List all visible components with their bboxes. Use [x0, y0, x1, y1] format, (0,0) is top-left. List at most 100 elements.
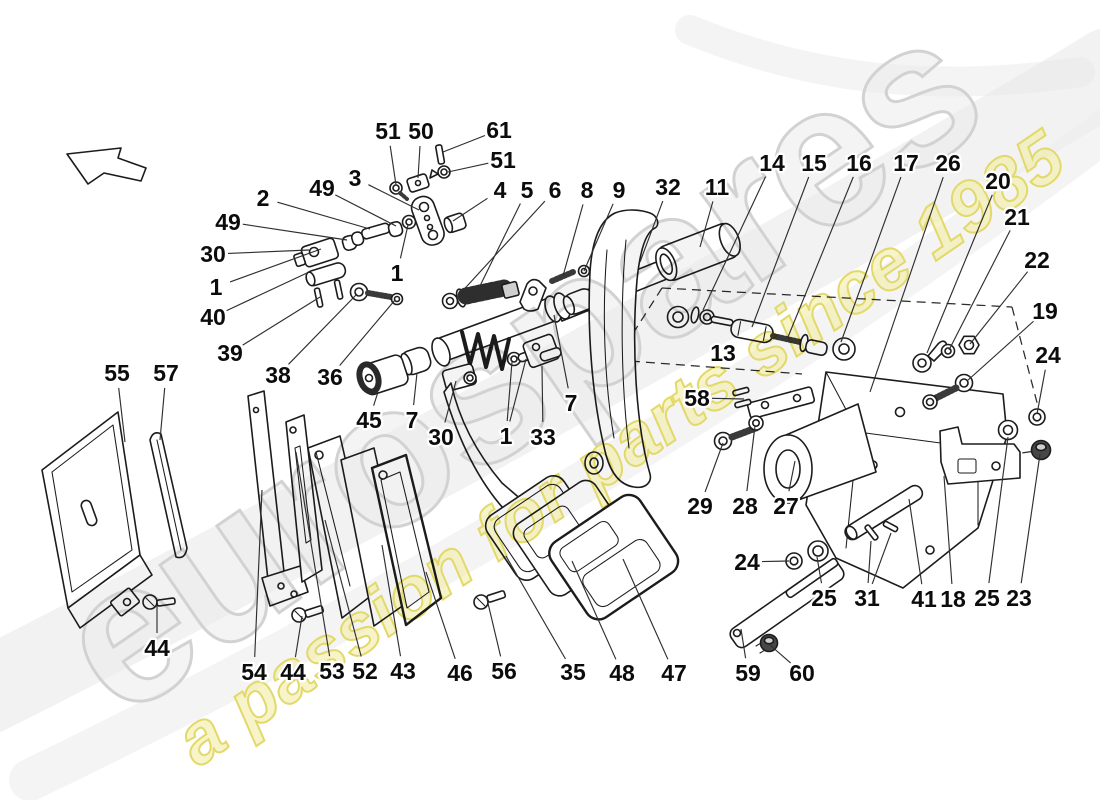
- direction-arrow-icon: [66, 147, 147, 185]
- part-number-label: 59: [735, 660, 761, 686]
- bolt-6-and-spring-5: [441, 279, 520, 310]
- leader-line: [368, 184, 420, 211]
- part-number-label: 4: [494, 177, 507, 203]
- leader-line: [477, 203, 521, 291]
- support-tube-27: [763, 403, 877, 504]
- leader-line: [867, 540, 872, 584]
- leader-line: [506, 361, 513, 422]
- leader-line: [988, 436, 1009, 584]
- part-number-label: 28: [732, 493, 758, 519]
- leader-line: [118, 387, 126, 443]
- part-number-label: 2: [257, 185, 270, 211]
- part-number-label: 52: [352, 658, 378, 684]
- leader-line: [373, 391, 379, 406]
- clevis-pin-40: [305, 262, 347, 287]
- part-number-label: 44: [280, 659, 306, 685]
- bolt-29: [713, 424, 760, 451]
- part-number-label: 22: [1024, 247, 1050, 273]
- washer-21: [940, 343, 956, 359]
- part-number-label: 7: [565, 390, 578, 416]
- part-number-label: 49: [309, 175, 335, 201]
- leader-line: [787, 176, 854, 338]
- part-number-label: 41: [911, 586, 937, 612]
- part-number-label: 7: [406, 407, 419, 433]
- leader-line: [1036, 369, 1046, 415]
- part-number-label: 29: [687, 493, 713, 519]
- leader-line: [242, 296, 321, 346]
- leader-line: [746, 425, 756, 492]
- leader-line: [277, 201, 371, 230]
- part-number-label: 13: [710, 340, 736, 366]
- part-number-label: 30: [200, 241, 226, 267]
- part-number-label: 11: [705, 174, 730, 200]
- part-number-label: 46: [447, 660, 473, 686]
- part-number-label: 61: [486, 117, 512, 143]
- leader-line: [442, 134, 486, 153]
- sleeve-spacer: [562, 288, 596, 316]
- leader-line: [702, 176, 767, 311]
- nut-28: [748, 415, 764, 431]
- part-number-label: 25: [974, 585, 1000, 611]
- leader-line: [816, 556, 823, 584]
- leader-line: [869, 177, 944, 393]
- part-number-label: 27: [773, 493, 799, 519]
- roll-pin-61: [434, 144, 446, 165]
- spacer-4: [443, 212, 467, 234]
- part-number-label: 1: [391, 260, 404, 286]
- screw-51-left: [389, 181, 409, 201]
- leader-line: [639, 200, 664, 263]
- part-number-label: 49: [215, 209, 241, 235]
- leader-line: [969, 271, 1029, 345]
- part-number-label: 55: [104, 360, 130, 386]
- stop-bracket-59: [729, 557, 845, 654]
- leader-line: [339, 299, 396, 366]
- part-number-label: 17: [893, 150, 919, 176]
- leader-line: [447, 162, 489, 173]
- leader-line: [840, 176, 902, 343]
- nut-60: [759, 633, 779, 653]
- leader-line: [226, 272, 308, 312]
- bushings-49-rod-2: [341, 214, 417, 251]
- leader-line: [948, 230, 1011, 351]
- part-number-label: 5: [521, 177, 534, 203]
- leader-line: [425, 571, 456, 659]
- screw-51-right: [429, 165, 451, 179]
- part-number-label: 36: [317, 364, 343, 390]
- part-number-label: 19: [1032, 298, 1058, 324]
- hook-link-20: [912, 340, 948, 373]
- part-number-label: 24: [734, 549, 760, 575]
- part-number-label: 57: [153, 360, 179, 386]
- leader-line: [541, 365, 544, 423]
- leader-line: [389, 145, 397, 186]
- hook-clamp-on-shaft: [519, 278, 547, 312]
- part-number-label: 25: [811, 585, 837, 611]
- leader-line: [444, 380, 457, 423]
- watermark-swoosh-thin: [9, 108, 1100, 800]
- leader-line: [769, 644, 792, 664]
- leader-line: [583, 203, 614, 272]
- leader-line: [417, 145, 421, 179]
- leader-line: [761, 560, 790, 563]
- leader-line: [227, 249, 310, 254]
- leader-line: [704, 442, 724, 493]
- l-bracket-18: [939, 426, 1021, 485]
- part-number-label: 8: [581, 177, 594, 203]
- part-number-label: 50: [408, 118, 434, 144]
- part-number-label: 53: [319, 658, 345, 684]
- part-number-label: 44: [144, 635, 170, 661]
- leader-line: [486, 598, 502, 657]
- leader-line: [871, 532, 892, 585]
- part-number-label: 35: [560, 659, 586, 685]
- part-number-label: 33: [530, 424, 556, 450]
- part-number-label: 32: [655, 174, 681, 200]
- part-number-label: 30: [428, 424, 454, 450]
- part-number-label: 45: [356, 407, 382, 433]
- leader-line: [943, 475, 953, 585]
- leader-line: [452, 197, 488, 222]
- universal-joint-clevis-30: [293, 237, 340, 268]
- washer-24-left: [785, 552, 803, 570]
- watermark-swoosh-top: [675, 15, 1095, 97]
- watermark-swoosh: [0, 28, 1100, 733]
